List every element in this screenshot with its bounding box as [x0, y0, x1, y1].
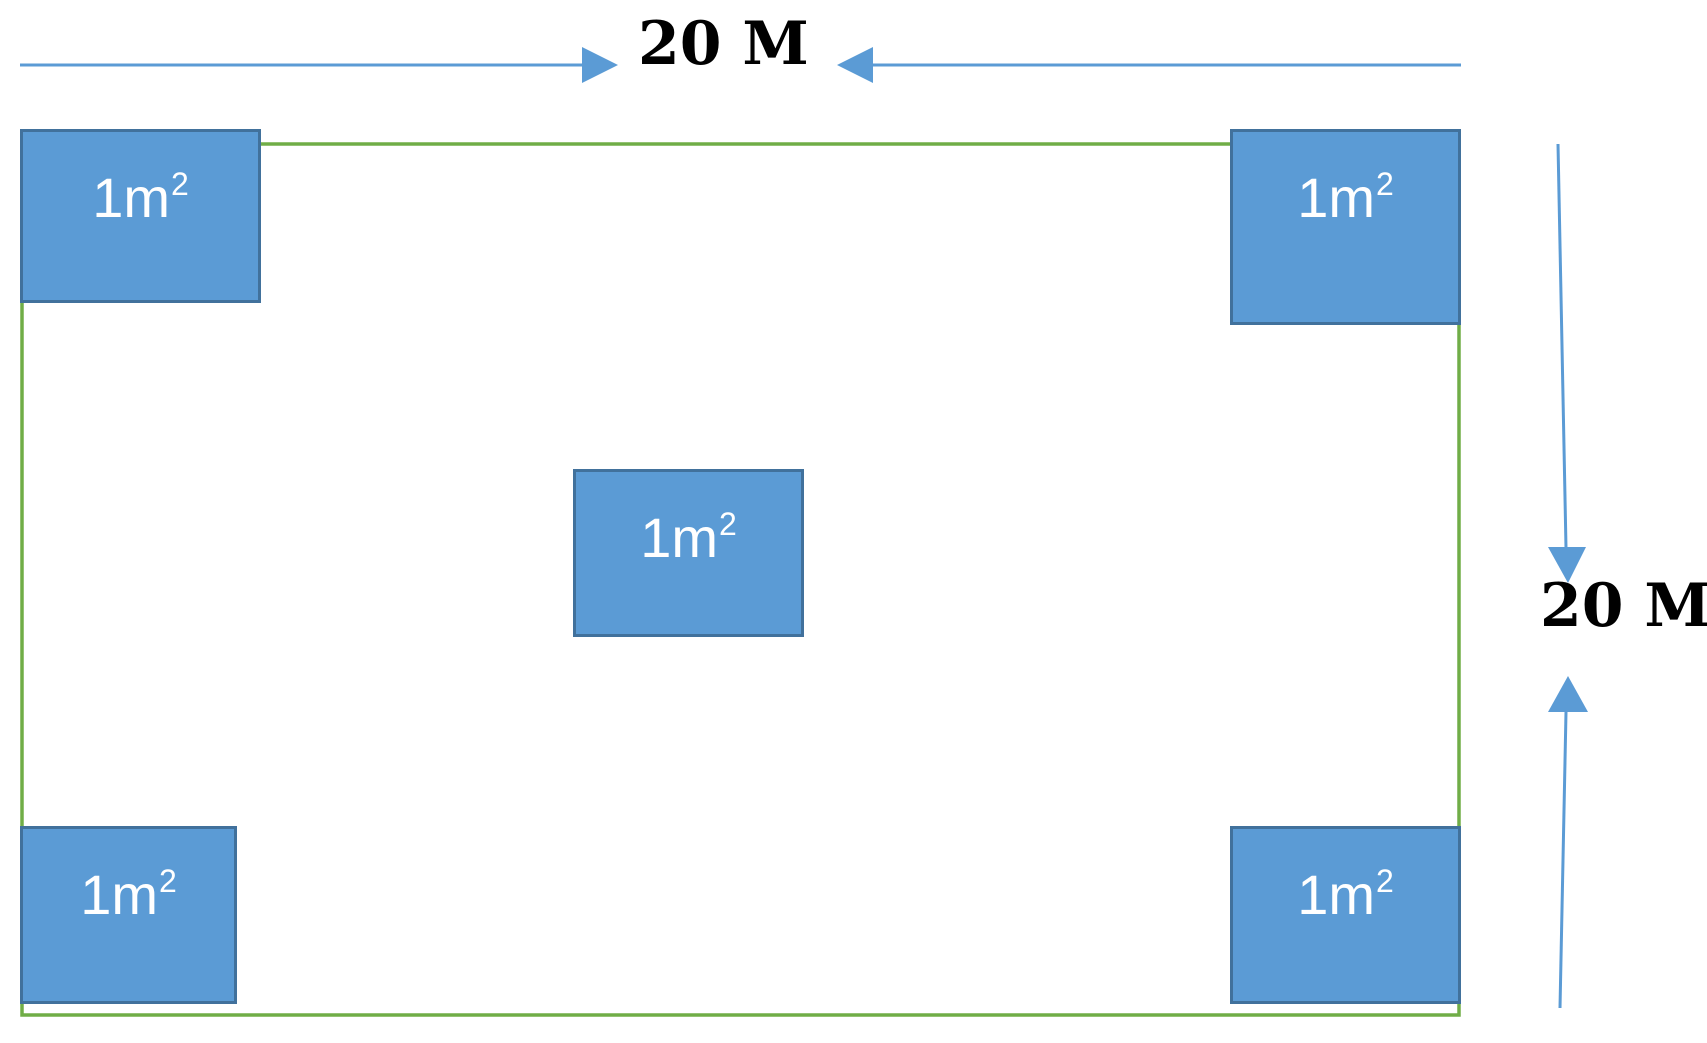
top-right-arrowhead — [837, 47, 873, 83]
field-boundary — [20, 142, 1461, 1017]
right-bottom-arrow-line — [1558, 711, 1568, 1009]
plot-area-exponent: 2 — [1376, 166, 1394, 202]
plot-area-exponent: 2 — [159, 863, 177, 899]
top-left-arrowhead — [582, 47, 618, 83]
right-top-arrow-line — [1556, 143, 1568, 549]
plot-area-exponent: 2 — [719, 506, 737, 542]
plot-area-base: 1m — [1297, 166, 1375, 229]
plot-area-base: 1m — [80, 863, 158, 926]
right-bottom-arrowhead — [1548, 676, 1588, 712]
width-dimension-label: 20 M — [638, 9, 809, 79]
plot-area-exponent: 2 — [1376, 863, 1394, 899]
height-dimension-label: 20 M — [1540, 571, 1707, 641]
plot-area-exponent: 2 — [171, 166, 189, 202]
plot-area-base: 1m — [1297, 863, 1375, 926]
plot-area-base: 1m — [92, 166, 170, 229]
right-top-arrowhead — [1548, 547, 1586, 583]
plot-area-base: 1m — [640, 506, 718, 569]
